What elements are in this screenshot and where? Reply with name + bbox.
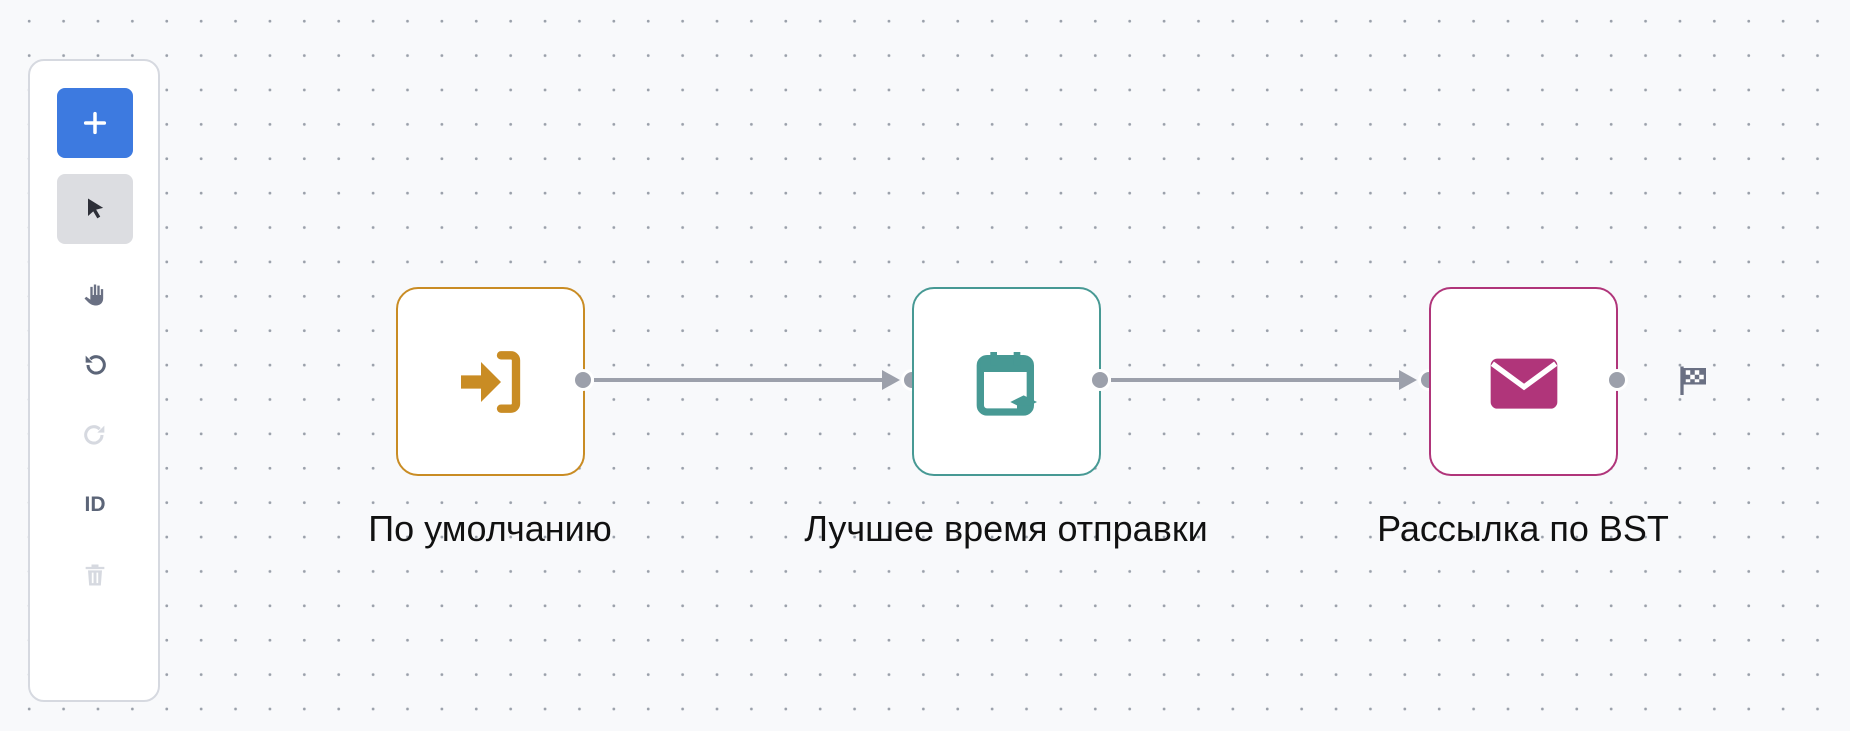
node-best-send-time[interactable] — [912, 287, 1101, 476]
envelope-icon — [1490, 358, 1557, 409]
sign-in-icon — [460, 350, 520, 413]
toolbar: ID — [28, 59, 160, 702]
node-label: По умолчанию — [368, 508, 612, 549]
node-label: Лучшее время отправки — [804, 508, 1208, 549]
node-bst-mailing[interactable] — [1429, 287, 1618, 476]
node-default[interactable] — [396, 287, 585, 476]
trash-icon — [85, 564, 105, 586]
cursor-icon — [88, 198, 104, 219]
delete-button[interactable] — [57, 540, 133, 610]
redo-button[interactable] — [57, 400, 133, 470]
connection-edge[interactable] — [594, 378, 894, 382]
checkered-flag-icon — [1680, 366, 1706, 395]
node-label: Рассылка по BST — [1377, 508, 1669, 549]
undo-button[interactable] — [57, 330, 133, 400]
hand-icon — [84, 284, 104, 306]
output-port[interactable] — [1089, 369, 1111, 391]
select-tool-button[interactable] — [57, 174, 133, 244]
add-button[interactable] — [57, 88, 133, 158]
redo-icon — [84, 425, 105, 445]
id-toggle-button[interactable]: ID — [57, 470, 133, 540]
output-port[interactable] — [1606, 369, 1628, 391]
arrow-head — [1399, 370, 1417, 390]
pan-tool-button[interactable] — [57, 260, 133, 330]
output-port[interactable] — [572, 369, 594, 391]
calendar-graduation-icon — [976, 351, 1037, 416]
connection-edge[interactable] — [1111, 378, 1411, 382]
arrow-head — [882, 370, 900, 390]
plus-icon — [83, 111, 107, 135]
id-label: ID — [84, 493, 106, 516]
undo-icon — [85, 355, 106, 375]
